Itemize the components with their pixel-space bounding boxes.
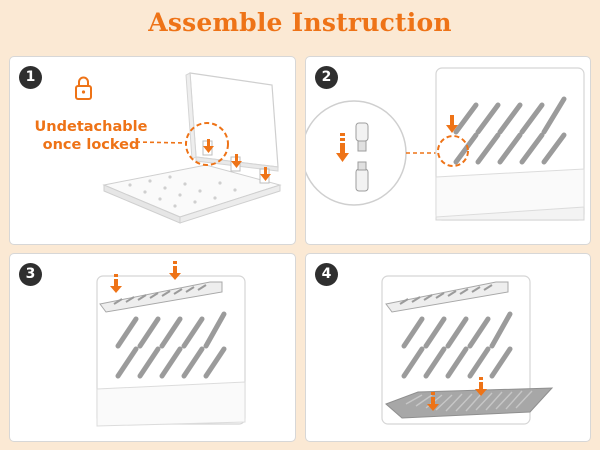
arrow-down-icon xyxy=(446,115,458,133)
arrow-down-icon xyxy=(110,261,181,293)
step-3-badge: 3 xyxy=(19,263,42,286)
step-1-panel: 1 xyxy=(9,56,296,245)
peg-lower xyxy=(355,161,369,192)
step-4-badge: 4 xyxy=(315,263,338,286)
step-4-panel: 4 xyxy=(305,253,591,442)
step-1-illustration xyxy=(75,72,282,224)
page-title: Assemble Instruction xyxy=(148,8,452,37)
step-3-illustration xyxy=(96,261,246,427)
step-2-illustration xyxy=(306,67,585,221)
undetachable-note: Undetachable once locked xyxy=(34,119,148,153)
arrow-down-icon xyxy=(427,377,487,411)
step-3-panel: 3 xyxy=(9,253,296,442)
step-4-illustration xyxy=(381,275,554,425)
step-1-badge: 1 xyxy=(19,66,42,89)
step-2-badge: 2 xyxy=(315,66,338,89)
arrow-down-icon xyxy=(203,139,271,181)
step-2-panel: 2 xyxy=(305,56,591,245)
lock-icon xyxy=(75,76,92,100)
arrow-down-icon xyxy=(336,133,349,162)
peg-upper xyxy=(355,122,369,152)
